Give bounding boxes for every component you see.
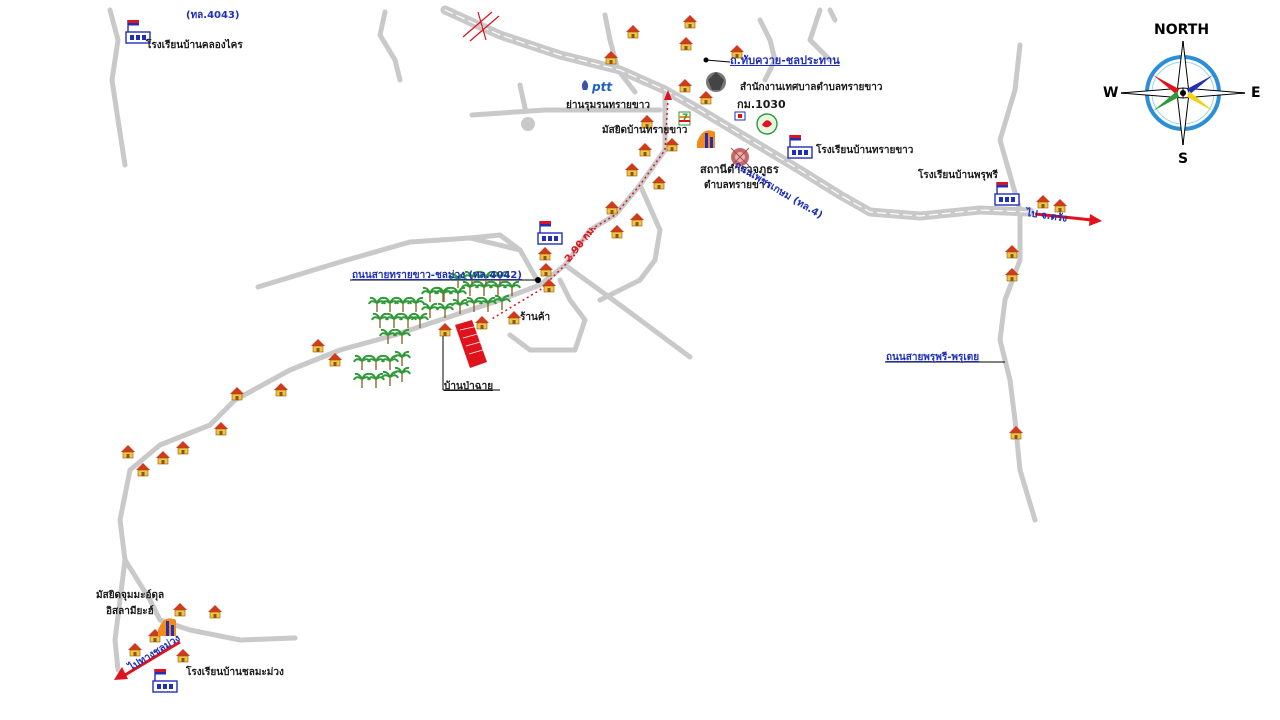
compass-rose-icon: [1120, 40, 1246, 146]
railway-marks: [462, 11, 500, 42]
mosque-jumma-label-2: อิสลามียะฮ์: [106, 606, 154, 617]
compass-south-label: S: [1178, 151, 1189, 167]
school-icon: [537, 220, 563, 245]
ban-pa-chan-label: บ้านป่าฉาย: [444, 381, 494, 392]
school-icon: [152, 668, 178, 693]
school-icon: [787, 134, 813, 159]
shop-rayong-label: ย่านรุมรนทรายขาว: [566, 100, 650, 111]
school-sai-khao-label: โรงเรียนบ้านทรายขาว: [816, 145, 914, 156]
police-station-label-1: สถานีตำรวจภูธร: [700, 163, 779, 176]
km-marker-icon: [734, 111, 746, 121]
police-station-label-2: ตำบลทรายขาว: [704, 180, 771, 191]
school-chon-muang-label: โรงเรียนบ้านชลมะม่วง: [186, 667, 284, 678]
compass-north-label: NORTH: [1154, 22, 1210, 38]
highway-4: [440, 5, 1035, 221]
seven-eleven-label: 7: [682, 113, 689, 123]
arrow-to-chon-muang: [114, 640, 181, 680]
roads: [107, 7, 1038, 673]
ptt-station-icon: [581, 80, 589, 90]
municipal-office-label: สำนักงานเทศบาลตำบลทรายขาว: [740, 82, 883, 93]
route-arrow: [664, 90, 672, 100]
shop-label: ร้านค้า: [520, 312, 551, 323]
compass-west-label: W: [1103, 85, 1119, 101]
school-phru-phri-label: โรงเรียนบ้านพรุพรี: [918, 170, 998, 181]
pointer-lines: [350, 59, 1005, 391]
arrow-to-trang: [1034, 212, 1102, 226]
road-thapkhwai-label: ถ.ทับควาย-ชลประทาน: [730, 54, 840, 67]
palm-trees: [353, 270, 521, 389]
compass-east-label: E: [1251, 85, 1261, 101]
seven-eleven-icon: [678, 111, 691, 126]
pointer-dot: [703, 57, 709, 63]
route-line: [489, 97, 669, 321]
road-4043-label: (ทล.4043): [186, 10, 240, 21]
mosque-icon: [697, 130, 715, 148]
mosque-sai-khao-label: มัสยิดบ้านทรายขาว: [602, 125, 688, 136]
road-4042-label: ถนนสายทรายขาว-ชลม่วง (ทล.4042): [352, 270, 522, 281]
km-1030-label: กม.1030: [737, 98, 786, 111]
pond-marker: [521, 117, 535, 131]
school-khlong-khrai-label: โรงเรียนบ้านคลองไคร: [146, 40, 243, 51]
pointer-dot: [535, 277, 541, 283]
road-phru-phri-label: ถนนสายพรุพรี-พรุเตย: [886, 352, 980, 363]
mosque-icon: [158, 618, 176, 636]
mosque-jumma-label-1: มัสยิดจุมมะอ์ดุล: [96, 590, 165, 601]
police-icon: [730, 147, 750, 167]
ptt-logo-label: ptt: [592, 80, 613, 94]
emblem-icon: [706, 72, 726, 92]
gas-station-icon: [756, 113, 778, 135]
target-site: [455, 320, 487, 368]
